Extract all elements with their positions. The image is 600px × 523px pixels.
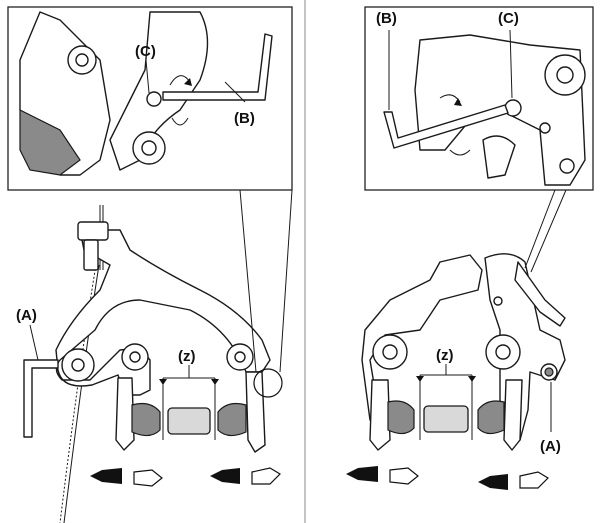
- left-inset-label-b: (B): [234, 110, 255, 127]
- rim-section: [167, 407, 211, 435]
- pad-holder-left: [131, 402, 161, 437]
- cable-adjuster: [77, 221, 109, 241]
- right-caliper-body: [361, 253, 566, 451]
- hex-key-b: [162, 33, 273, 101]
- adjust-screw: [146, 91, 162, 107]
- left-inset-label-c: (C): [135, 43, 156, 60]
- left-inset-illustration: [19, 11, 273, 176]
- hex-key-b-small: [514, 261, 566, 327]
- right-brake-pads: [387, 400, 505, 435]
- right-inset-label-c: (C): [498, 10, 519, 27]
- left-direction-arrows: [90, 467, 281, 487]
- right-clearance-marks: [416, 364, 476, 440]
- hex-key-a: [23, 359, 59, 438]
- right-panel: (B) (C) (z) (A): [346, 6, 594, 490]
- right-arm: [503, 379, 523, 451]
- left-clearance-marks: [159, 365, 219, 440]
- left-label-z: (z): [178, 348, 196, 365]
- right-label-a: (A): [540, 438, 561, 455]
- rim-section: [423, 405, 469, 433]
- right-label-z: (z): [436, 347, 454, 364]
- left-arm: [369, 379, 391, 451]
- cable-anchor: [83, 239, 99, 271]
- left-panel: (C) (B) (A) (z): [7, 6, 293, 523]
- left-brake-pads: [131, 402, 247, 437]
- pad-holder-right: [217, 402, 247, 437]
- hex-key-b: [383, 104, 509, 149]
- right-direction-arrows: [346, 466, 549, 490]
- left-label-a: (A): [16, 307, 37, 324]
- right-inset-label-b: (B): [376, 10, 397, 27]
- left-arm: [115, 377, 135, 451]
- left-caliper-body: [55, 221, 271, 453]
- right-inset-illustration: [383, 34, 586, 186]
- left-detail-callout: [253, 368, 283, 398]
- right-arm: [245, 371, 266, 453]
